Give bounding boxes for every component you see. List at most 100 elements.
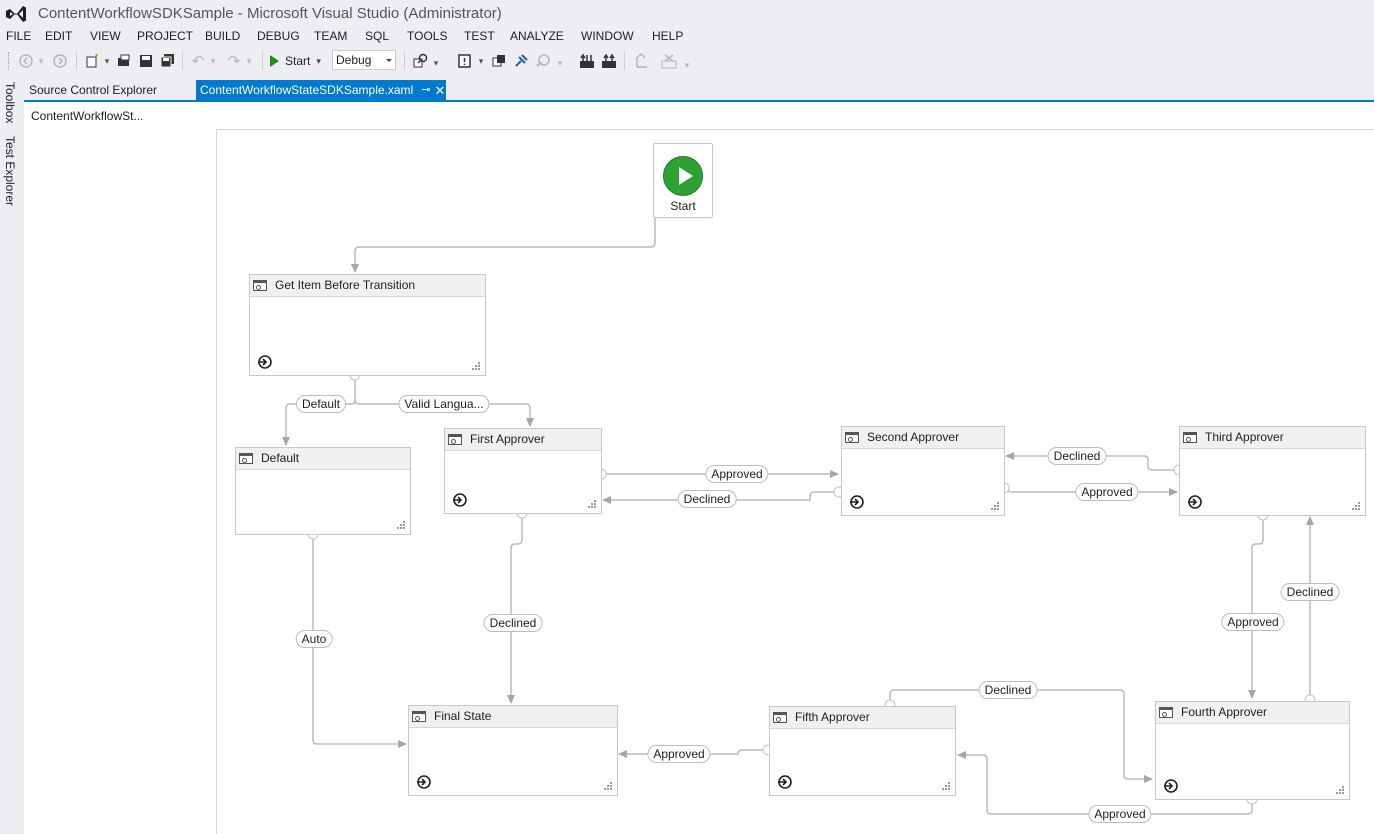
transition-label-default[interactable]: Default [295,395,347,413]
new-project-icon[interactable] [84,52,100,70]
state-header: Get Item Before Transition [250,275,485,297]
play-icon [270,55,279,67]
deploy-icon[interactable] [660,52,678,70]
navigate-icon[interactable] [490,52,508,70]
transition-label-third-approved[interactable]: Approved [1221,613,1285,631]
breadcrumb[interactable]: ContentWorkflowSt... [31,109,144,123]
state-header: Fifth Approver [770,707,955,729]
transition-label-second-approved[interactable]: Approved [1075,483,1139,501]
menu-debug[interactable]: DEBUG [257,29,300,43]
state-title: Third Approver [1205,430,1284,444]
menu-team[interactable]: TEAM [314,29,348,43]
entry-action-icon[interactable] [777,774,793,790]
tab-content-workflow-xaml[interactable]: ContentWorkflowStateSDKSample.xaml ⊸ ✕ [196,80,446,101]
open-file-icon[interactable] [116,52,132,70]
rebuild-icon[interactable] [600,52,618,70]
back-dropdown-icon[interactable]: ▾ [38,55,44,66]
menu-project[interactable]: PROJECT [137,29,194,43]
save-icon[interactable] [138,52,154,70]
navigate-back-icon[interactable] [18,52,34,70]
start-dropdown-icon[interactable]: ▾ [316,55,321,66]
comment-icon[interactable] [456,52,474,70]
state-default[interactable]: Default [235,447,411,535]
transition-label-valid-language[interactable]: Valid Langua... [398,395,490,413]
toolbox-tab[interactable]: Toolbox [3,82,17,124]
transition-label-first-approved[interactable]: Approved [705,465,769,483]
state-third-approver[interactable]: Third Approver [1179,426,1366,516]
redo-dropdown-icon[interactable]: ▾ [246,55,252,66]
state-second-approver[interactable]: Second Approver [841,426,1005,516]
menu-build[interactable]: BUILD [205,29,241,43]
entry-action-icon[interactable] [257,354,273,370]
menu-file[interactable]: FILE [6,29,32,43]
transition-label-first-declined[interactable]: Declined [483,614,543,632]
state-icon [773,712,787,723]
test-explorer-tab[interactable]: Test Explorer [3,136,17,207]
pin-icon[interactable] [512,52,530,70]
tool-dropdown-icon[interactable]: ▾ [557,57,563,68]
entry-action-icon[interactable] [849,494,865,510]
transition-label-auto[interactable]: Auto [295,630,333,648]
menu-view[interactable]: VIEW [90,29,121,43]
navigate-forward-icon[interactable] [52,52,68,70]
state-fourth-approver[interactable]: Fourth Approver [1155,701,1350,800]
transition-label-fourth-declined[interactable]: Declined [1280,583,1340,601]
resize-grip-icon[interactable] [991,502,999,510]
canvas-border [216,130,217,834]
new-dropdown-icon[interactable]: ▾ [104,55,110,66]
transition-label-fourth-approved[interactable]: Approved [1088,805,1152,823]
resize-grip-icon[interactable] [472,362,480,370]
resize-grip-icon[interactable] [604,782,612,790]
toolbar-separator [624,52,625,70]
menu-window[interactable]: WINDOW [581,29,634,43]
menu-sql[interactable]: SQL [365,29,390,43]
state-get-item-before-transition[interactable]: Get Item Before Transition [249,274,486,376]
state-fifth-approver[interactable]: Fifth Approver [769,706,956,796]
fifth-approved-line [618,749,768,758]
menu-tools[interactable]: TOOLS [407,29,448,43]
find-dropdown-icon[interactable]: ▾ [433,57,439,68]
solution-configuration-select[interactable]: Debug [332,50,396,70]
tab-source-control-explorer[interactable]: Source Control Explorer [29,83,158,97]
resize-grip-icon[interactable] [1336,786,1344,794]
entry-action-icon[interactable] [1163,778,1179,794]
redo-icon[interactable]: ↷ [227,53,241,70]
state-first-approver[interactable]: First Approver [444,428,602,514]
build-icon[interactable] [578,52,596,70]
close-tab-icon[interactable]: ✕ [434,83,446,98]
state-header: Second Approver [842,427,1004,449]
state-final[interactable]: Final State [408,705,618,796]
find-in-files-icon[interactable] [412,52,430,70]
entry-action-icon[interactable] [452,492,468,508]
state-header: Default [236,448,410,470]
state-icon [239,453,253,464]
deploy-dropdown-icon[interactable]: ▾ [684,59,690,70]
state-header: First Approver [445,429,601,451]
menu-edit[interactable]: EDIT [45,29,73,43]
transition-label-third-declined[interactable]: Declined [1047,447,1107,465]
transition-label-second-declined[interactable]: Declined [677,490,737,508]
entry-action-icon[interactable] [416,774,432,790]
menu-test[interactable]: TEST [464,29,495,43]
start-node[interactable]: Start [653,143,713,218]
undo-icon[interactable]: ↶ [191,53,205,70]
undo-dropdown-icon[interactable]: ▾ [210,55,216,66]
start-debugging-button[interactable]: Start ▾ [270,52,321,70]
state-header: Fourth Approver [1156,702,1349,724]
menu-analyze[interactable]: ANALYZE [510,29,564,43]
disabled-tool-icon[interactable] [534,52,552,70]
menu-help[interactable]: HELP [652,29,684,43]
resize-grip-icon[interactable] [397,521,405,529]
comment-dropdown-icon[interactable]: ▾ [478,55,484,66]
final-state-icon [412,711,426,722]
save-all-icon[interactable] [160,52,176,70]
resize-grip-icon[interactable] [1352,502,1360,510]
transition-label-fifth-declined[interactable]: Declined [978,681,1038,699]
publish-icon[interactable] [632,52,650,70]
pin-tab-icon[interactable]: ⊸ [421,84,431,96]
entry-action-icon[interactable] [1187,494,1203,510]
resize-grip-icon[interactable] [942,782,950,790]
transition-label-fifth-approved[interactable]: Approved [647,745,711,763]
resize-grip-icon[interactable] [588,500,596,508]
first-declined-line [507,513,523,704]
